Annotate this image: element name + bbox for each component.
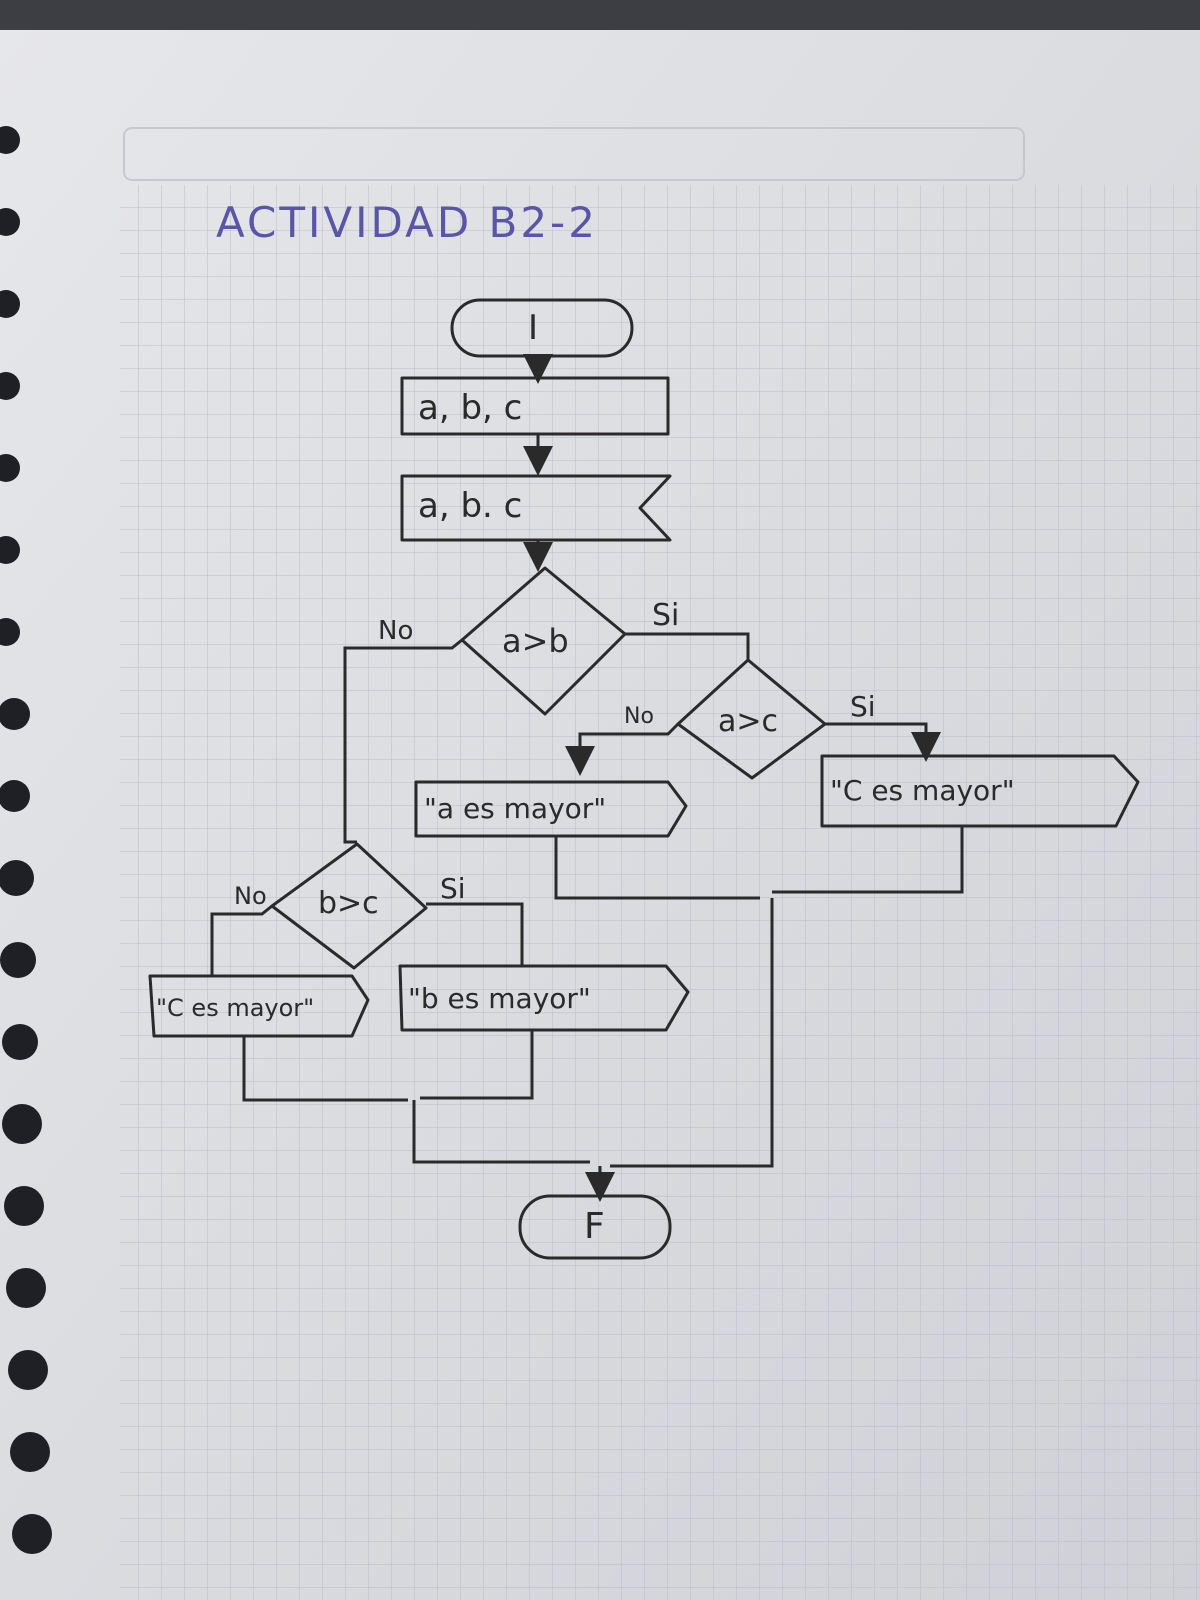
decision-ac <box>676 658 827 780</box>
ac-si-label: Si <box>850 690 876 723</box>
bc-no-label: No <box>234 882 267 910</box>
input-label: a, b, c <box>418 388 523 428</box>
grid-area <box>120 185 1200 1600</box>
decision-ab-label: a>b <box>502 622 569 660</box>
read-label: a, b. c <box>418 486 523 526</box>
decision-bc-label: b>c <box>318 886 379 921</box>
start-label: I <box>528 308 539 348</box>
ab-no-label: No <box>378 616 414 646</box>
output-b-box <box>398 964 690 1032</box>
decision-ab <box>460 566 627 716</box>
output-c-right-label: "C es mayor" <box>830 774 1015 807</box>
decision-bc <box>270 842 428 970</box>
output-b-label: "b es mayor" <box>408 982 591 1015</box>
output-a-box <box>414 780 688 838</box>
spiral-binding <box>0 126 52 1554</box>
output-c-left-label: "C es mayor" <box>156 994 315 1022</box>
connectors <box>210 354 964 1202</box>
decision-ac-label: a>c <box>718 704 779 739</box>
bc-si-label: Si <box>440 872 466 905</box>
ab-si-label: Si <box>652 598 680 633</box>
output-c-right-box <box>820 754 1140 828</box>
end-label: F <box>584 1206 605 1247</box>
read-shape <box>400 474 672 542</box>
ac-no-label: No <box>624 704 654 729</box>
output-a-label: "a es mayor" <box>424 792 607 825</box>
header-box <box>123 127 1025 181</box>
page-title: ACTIVIDAD B2-2 <box>216 198 598 247</box>
output-c-left-box <box>148 974 370 1038</box>
